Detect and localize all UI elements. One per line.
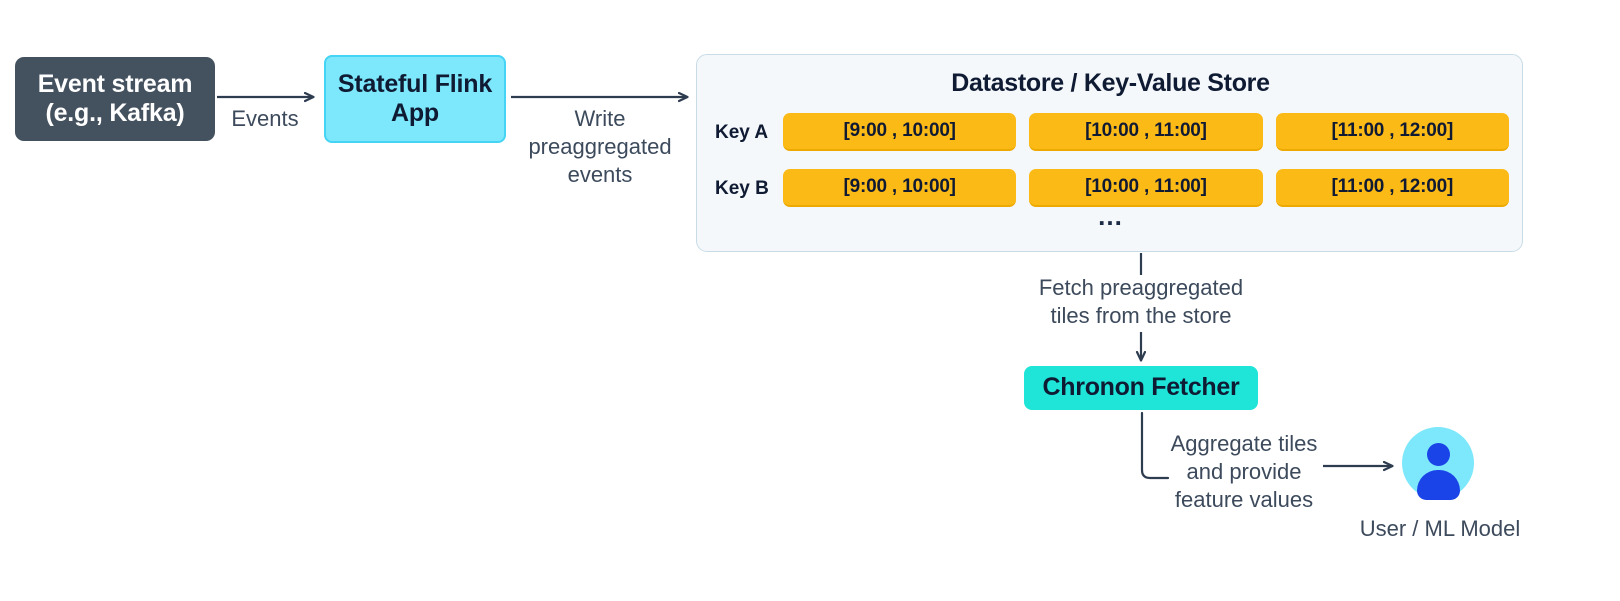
tile[interactable]: [10:00 , 11:00]	[1029, 169, 1263, 207]
avatar-head-icon	[1427, 443, 1450, 466]
edge-label-events: Events	[231, 106, 299, 131]
node-event-stream[interactable]: Event stream (e.g., Kafka)	[15, 57, 215, 141]
tile[interactable]: [11:00 , 12:00]	[1275, 113, 1509, 151]
datastore-panel: Datastore / Key-Value Store Key A [9:00 …	[696, 54, 1523, 252]
tile[interactable]: [9:00 , 10:00]	[783, 169, 1017, 207]
node-chronon-fetcher[interactable]: Chronon Fetcher	[1024, 366, 1258, 410]
tiles-ellipsis: ...	[1098, 201, 1123, 231]
avatar-circle-background	[1402, 427, 1474, 500]
tile-row-key-a: [9:00 , 10:00] [10:00 , 11:00] [11:00 , …	[783, 113, 1509, 151]
datastore-title: Datastore / Key-Value Store	[951, 69, 1270, 97]
key-label-b: Key B	[715, 178, 769, 199]
tile[interactable]: [9:00 , 10:00]	[783, 113, 1017, 151]
tile-row-key-b: [9:00 , 10:00] [10:00 , 11:00] [11:00 , …	[783, 169, 1509, 207]
user-ml-model-caption: User / ML Model	[1359, 516, 1521, 541]
edge-label-fetch-preaggregated-tiles: Fetch preaggregated tiles from the store	[1038, 275, 1244, 329]
node-stateful-flink-app[interactable]: Stateful Flink App	[324, 55, 506, 143]
edge-label-aggregate-tiles: Aggregate tiles and provide feature valu…	[1170, 431, 1318, 513]
edge-label-write-preaggregated-events: Write preaggregated events	[528, 106, 672, 188]
user-avatar-icon	[1402, 427, 1474, 500]
tile[interactable]: [11:00 , 12:00]	[1275, 169, 1509, 207]
tile[interactable]: [10:00 , 11:00]	[1029, 113, 1263, 151]
avatar-shoulders-icon	[1417, 470, 1460, 500]
key-label-a: Key A	[715, 122, 769, 143]
